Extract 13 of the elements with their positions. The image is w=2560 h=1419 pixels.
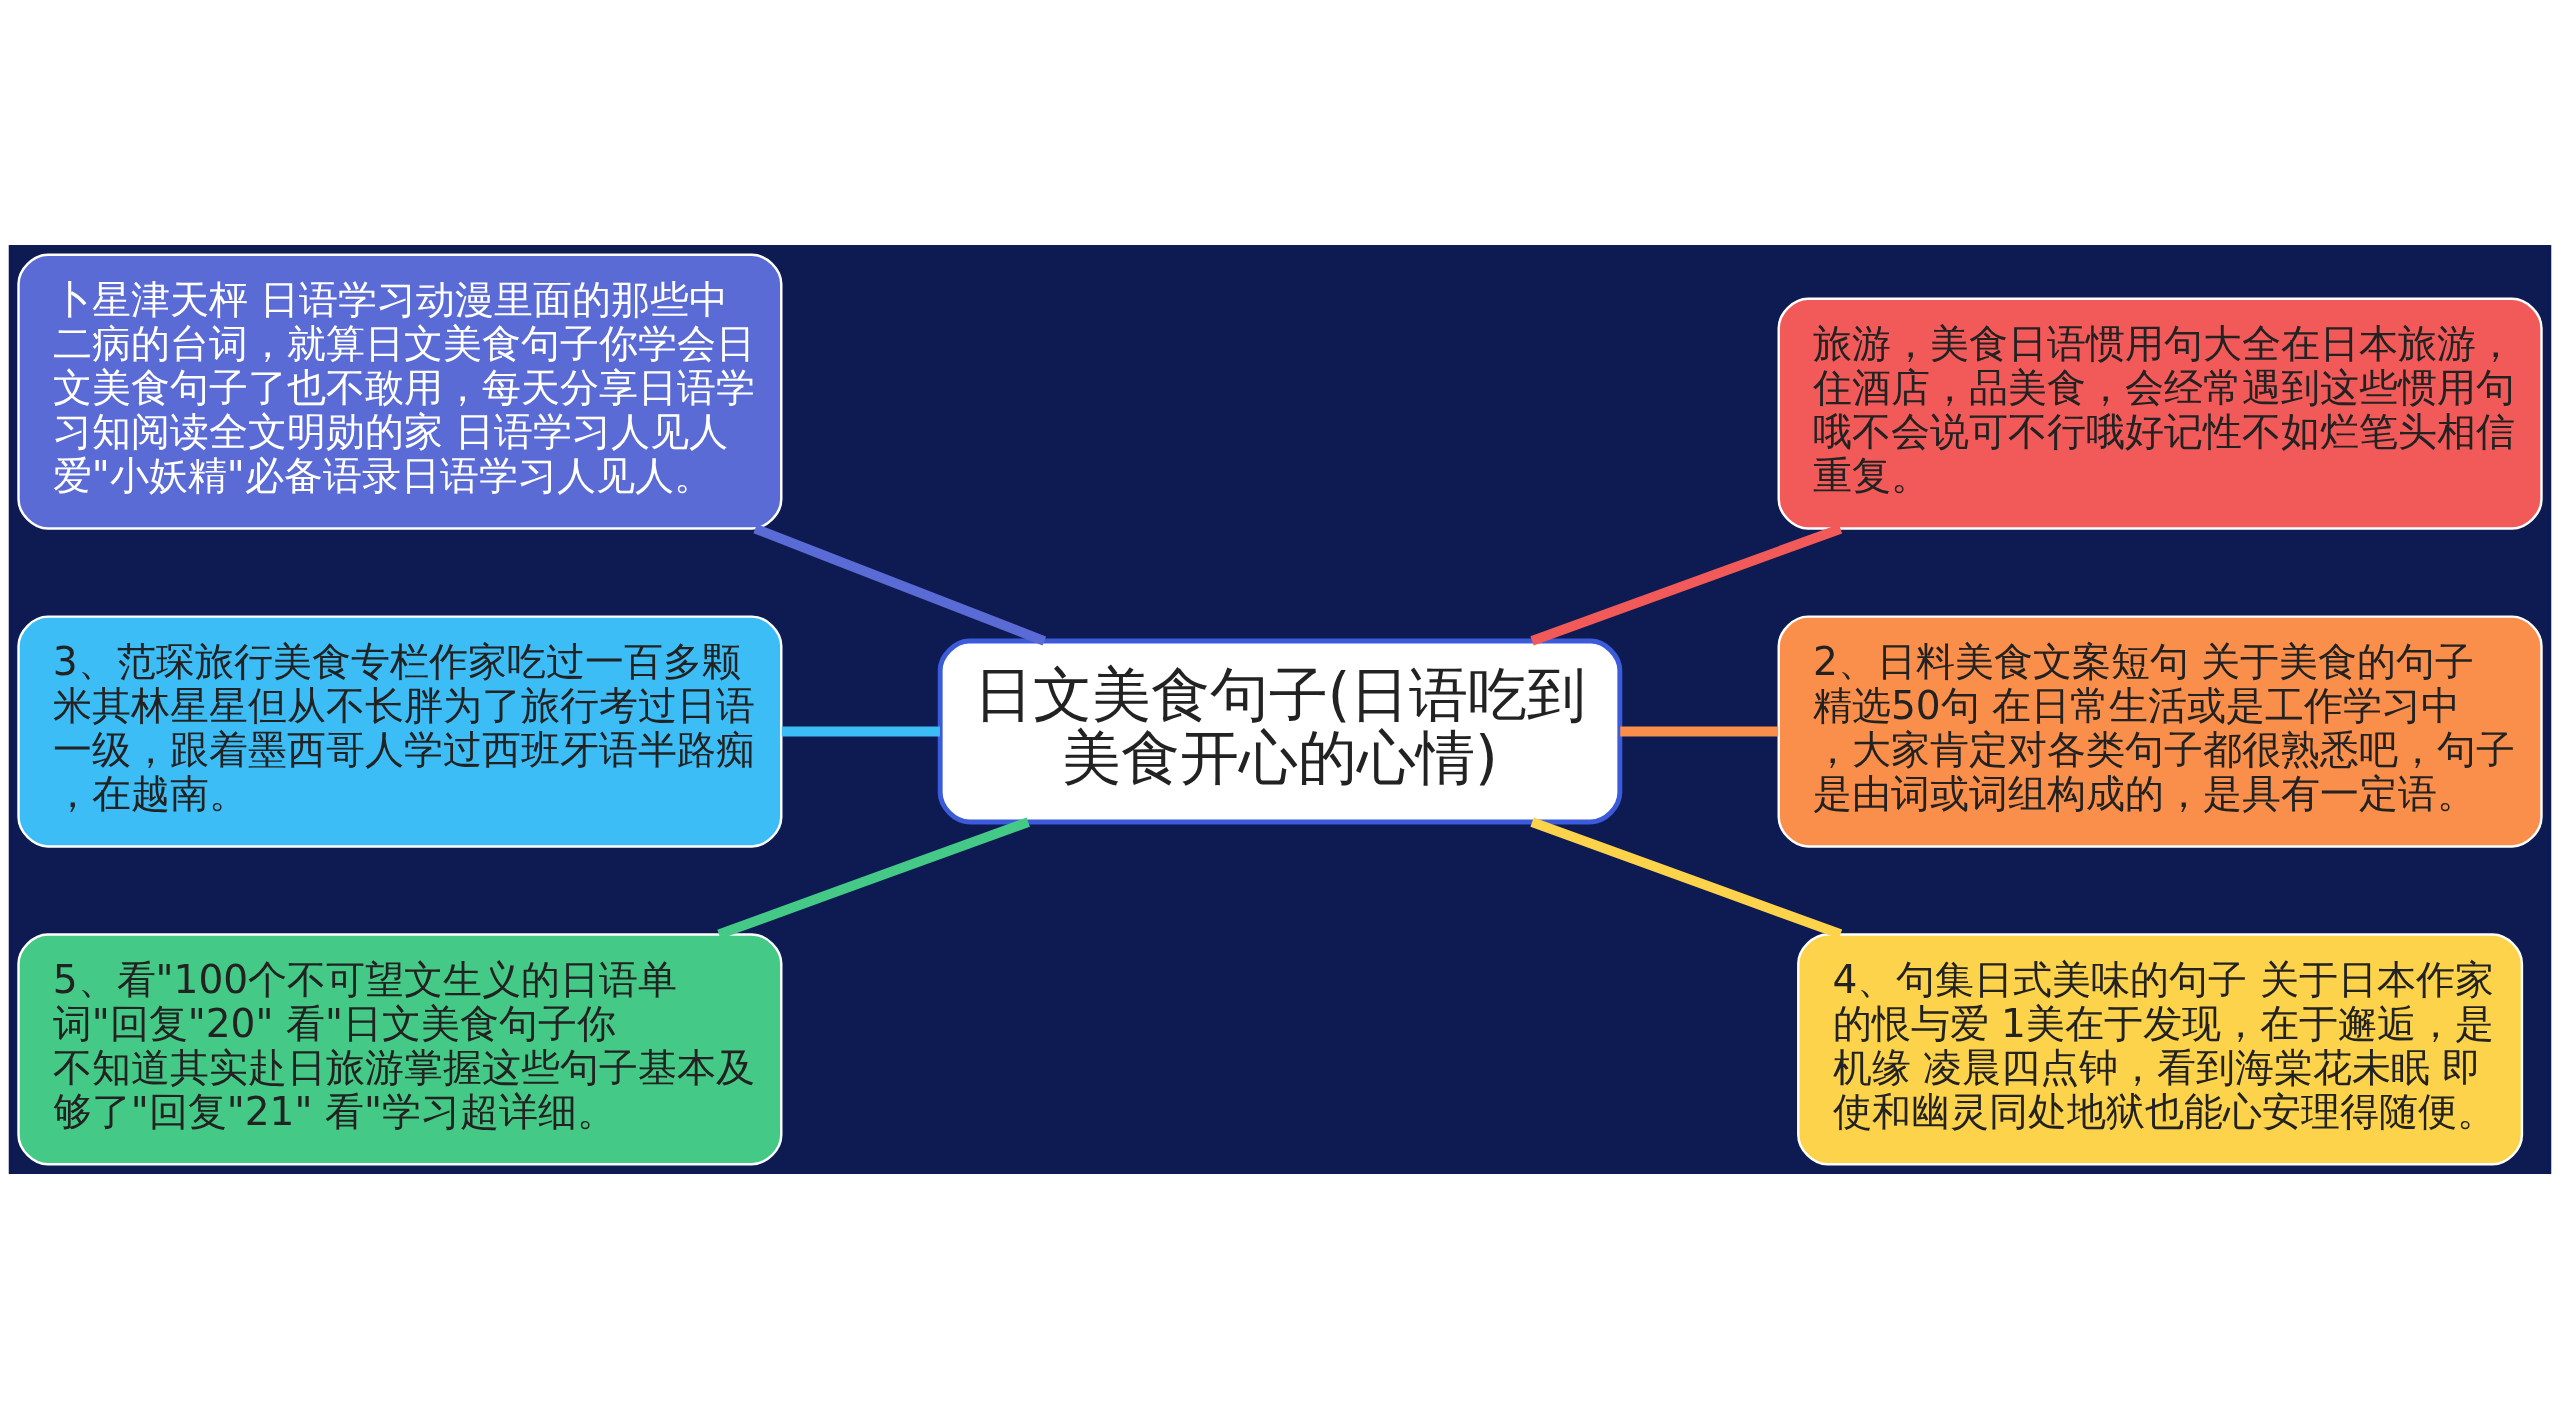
connector — [717, 817, 1030, 939]
node-box: 旅游，美食日语惯用句大全在日本旅游，住酒店，品美食，会经常遇到这些惯用句哦不会说可不行哦好记性不如烂笔头相信重复。 — [1777, 297, 2543, 530]
connector — [781, 726, 940, 737]
node-box: 2、日料美食文案短句 关于美食的句子精选50句 在日常生活或是工作学习中，大家肯定对各类句子都很熟悉吧，句子是由词或词组构成的，是具有一定语。 — [1777, 615, 2543, 848]
connector — [1620, 726, 1779, 737]
node-box: 4、句集日式美味的句子 关于日本作家的恨与爱 1美在于发现，在于邂逅，是机缘 凌晨四点钟，看到海棠花未眠 即使和幽灵同处地狱也能心安理得随便。 — [1797, 933, 2524, 1166]
connector — [1530, 524, 1843, 646]
node-box: 5、看"100个不可望文生义的日语单词"回复"20" 看"日文美食句子你不知道其实赴日旅游掌握这些句子基本及够了"回复"21" 看"学习超详细。 — [17, 933, 783, 1166]
node-box: 日文美食句子(日语吃到美食开心的心情) — [937, 638, 1623, 825]
connector — [753, 524, 1047, 646]
connector — [1530, 817, 1843, 939]
node-box: 3、范琛旅行美食专栏作家吃过一百多颗米其林星星但从不长胖为了旅行考过日语一级，跟着墨西哥人学过西班牙语半路痴，在越南。 — [17, 615, 783, 848]
node-box: 卜星津天枰 日语学习动漫里面的那些中二病的台词，就算日文美食句子你学会日文美食句子了也不敢用，每天分享日语学习知阅读全文明勋的家 日语学习人见人爱"小妖精"必备语录日语学习人见人。 — [17, 253, 783, 530]
